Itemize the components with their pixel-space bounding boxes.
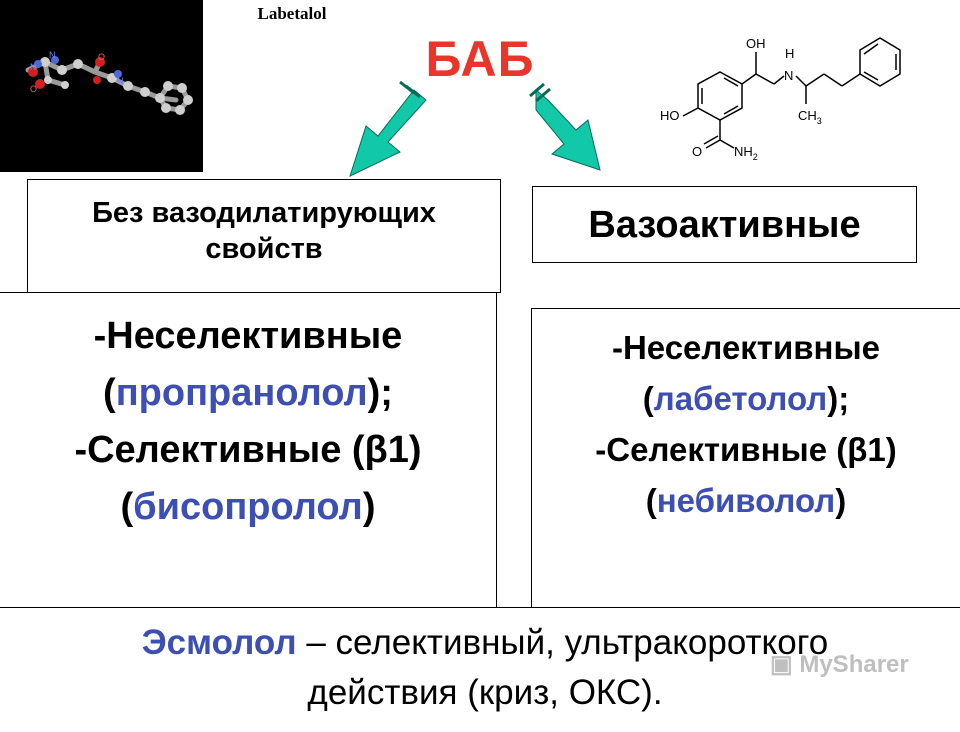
drug-line: (бисопролол) [120,486,376,528]
formula-label: H [785,46,794,61]
drug-line: (небиволол) [645,482,847,519]
formula-label: NH2 [734,144,758,162]
watermark-icon: ▣ [770,651,800,678]
drug-line: (лабетолол); [642,380,850,417]
structural-formula: OH H N HO CH3 O NH2 [628,28,928,178]
atom-label: O [98,52,105,62]
drug-name: бисопролол [133,486,363,528]
drug-name: небиволол [656,482,836,519]
atom-label: N [49,50,56,60]
arrow-left-icon [349,80,427,177]
selective-label: -Селективные (β1) [74,429,422,471]
esmolol-line: Эсмолол – селективный, ультракороткого [141,623,829,662]
drug-name: пропранолол [115,372,368,414]
watermark: ▣ MySharer [770,651,909,678]
category-label: Без вазодилатирующих [92,197,436,229]
category-nonvasodilating: Без вазодилатирующих свойств [27,179,501,293]
formula-label: CH3 [798,108,822,126]
selective-label: -Селективные (β1) [595,431,897,468]
category-label: Вазоактивные [588,204,861,246]
branch-arrows [330,70,630,190]
formula-label: OH [746,36,766,51]
atom-label: O [30,84,37,94]
molecule-3d-model: N N N O O [0,0,203,172]
nonvasodilating-list: -Неселективные (пропранолол); -Селективн… [0,292,497,609]
drug-line: (пропранолол); [103,372,393,414]
nonselective-label: -Неселективные [611,329,881,366]
drug-name: лабетолол [653,380,828,417]
molecule-caption: Labetalol [257,4,327,23]
structural-formula-drawing: OH H N HO CH3 O NH2 [660,36,901,162]
atom-label: N [30,62,37,72]
formula-label: O [692,144,702,159]
esmolol-line: действия (криз, ОКС). [307,673,663,712]
molecule-3d-image: N N N O O [25,50,193,115]
arrow-right-icon [529,82,601,171]
nonselective-label: -Неселективные [93,315,403,357]
esmolol-note: Эсмолол – селективный, ультракороткого д… [0,607,960,732]
formula-label: HO [660,108,680,123]
vasoactive-list: -Неселективные (лабетолол); -Селективные… [531,308,960,609]
formula-label: N [784,68,793,83]
category-vasoactive: Вазоактивные [532,186,917,263]
page-title: БАБ [425,31,535,87]
drug-name: Эсмолол [141,623,297,662]
category-label: свойств [205,233,323,265]
atom-label: N [117,76,124,86]
